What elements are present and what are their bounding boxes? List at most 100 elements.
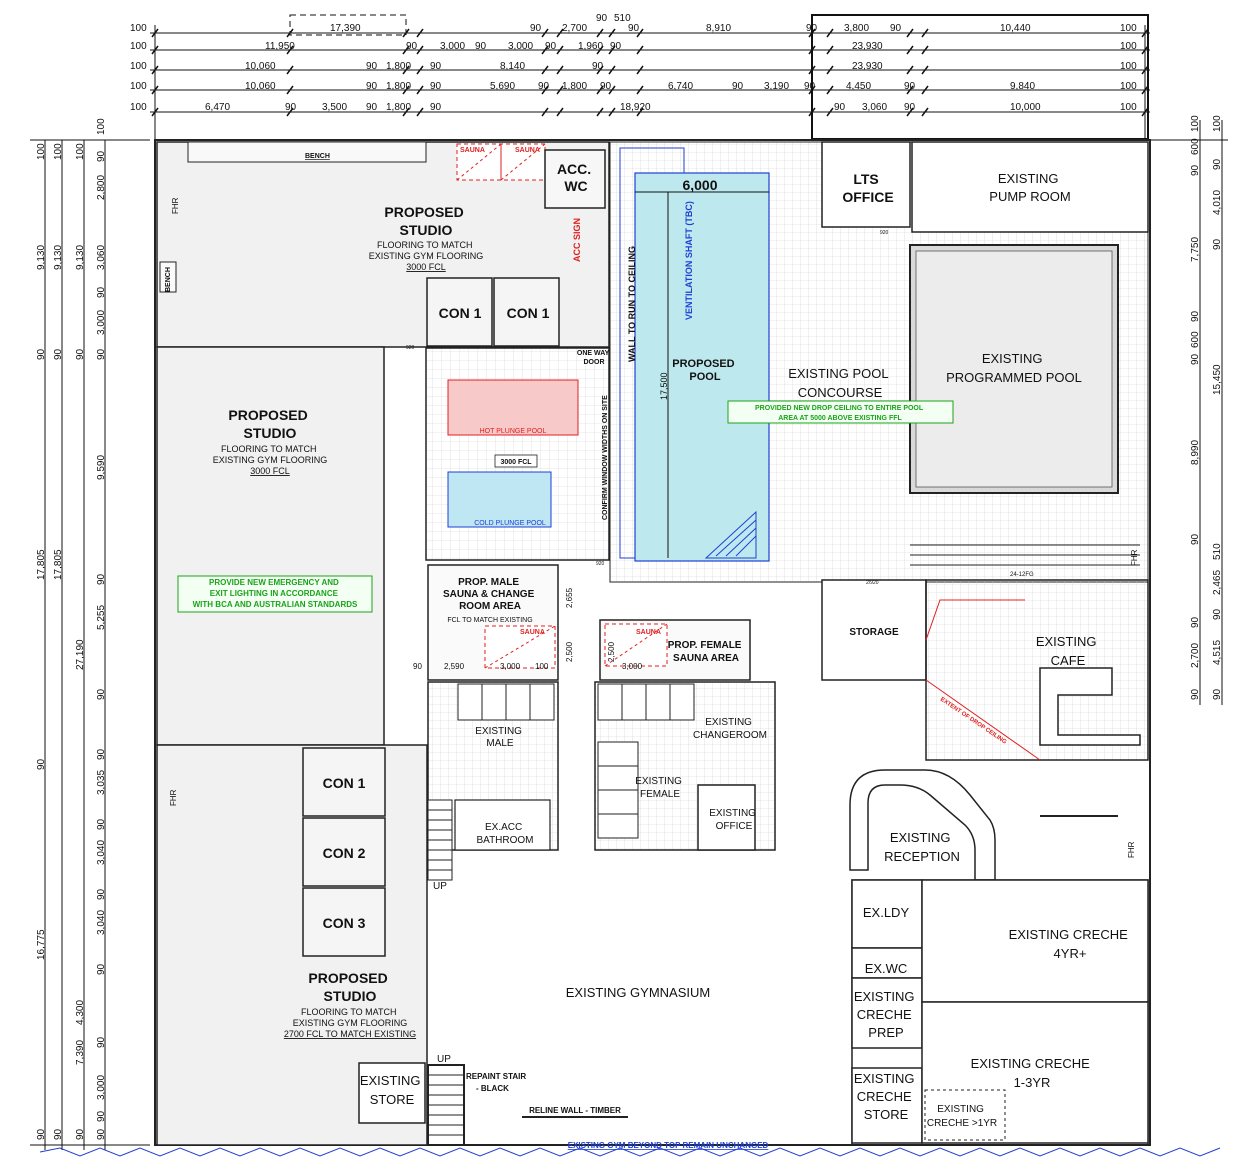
hot-plunge-label: HOT PLUNGE POOL xyxy=(480,428,547,435)
female-change-area xyxy=(599,619,751,681)
dim-tick xyxy=(906,65,914,75)
dim-tick xyxy=(906,85,914,95)
top-dim-row-4: 100 10,060 90 1,800 90 5,690 90 1,800 90… xyxy=(130,81,1137,92)
dim-label: 3,040 xyxy=(96,840,107,865)
dim-label: 90 xyxy=(430,61,442,72)
dim-tick xyxy=(608,45,616,55)
dim-tick xyxy=(402,28,410,38)
existing-office-label: EXISTING OFFICE xyxy=(709,808,758,832)
vent-shaft-note: VENTILATION SHAFT (TBC) xyxy=(684,201,694,320)
dim-label: 90 xyxy=(628,23,640,34)
fhr-label: FHR xyxy=(1127,841,1136,858)
con3-label: CON 3 xyxy=(323,915,366,931)
dim-tick xyxy=(286,45,294,55)
dim-label: 9,590 xyxy=(96,455,107,480)
dim-label: 2,500 xyxy=(607,641,616,662)
sauna-label-male: SAUNA xyxy=(520,629,545,636)
dim-label: 100 xyxy=(1212,115,1223,132)
female-sauna-label: PROP. FEMALE SAUNA AREA xyxy=(668,640,745,664)
con1-label-c: CON 1 xyxy=(323,775,366,791)
existing-changeroom-label: EXISTING CHANGEROOM xyxy=(693,717,767,741)
dim-label: 90 xyxy=(1212,158,1223,170)
dim-label: 3,000 xyxy=(96,310,107,335)
studio-top-fcl: 3000 FCL xyxy=(406,262,446,272)
dim-label: 4,300 xyxy=(75,1000,86,1025)
existing-change-block xyxy=(427,681,776,851)
dim-label: 3,000 xyxy=(440,41,465,52)
dim-label: 2,590 xyxy=(444,662,465,671)
dim-label: 15,450 xyxy=(1212,364,1223,395)
dim-tick xyxy=(556,65,564,75)
dim-label: 90 xyxy=(1212,688,1223,700)
dim-tick xyxy=(636,85,644,95)
dim-tick xyxy=(826,107,834,117)
sauna-label-2: SAUNA xyxy=(515,147,540,154)
reline-wall-note: RELINE WALL - TIMBER xyxy=(529,1106,621,1115)
dim-tick xyxy=(416,28,424,38)
dim-label: 3,035 xyxy=(96,770,107,795)
dim-label: 600 xyxy=(1190,331,1201,348)
dim-tick xyxy=(906,107,914,117)
dim-label: 90 xyxy=(96,286,107,298)
dim-tick xyxy=(556,28,564,38)
plunge-fcl-label: 3000 FCL xyxy=(500,459,532,466)
dim-tick xyxy=(921,107,929,117)
dim-tick xyxy=(416,65,424,75)
storage-label: STORAGE xyxy=(849,627,899,638)
dim-tick xyxy=(608,107,616,117)
programmed-pool xyxy=(909,244,1119,494)
dim-label: 90 xyxy=(36,348,47,360)
con-rooms-left xyxy=(302,747,386,957)
plunge-area xyxy=(425,347,610,561)
existing-female-label: EXISTING FEMALE xyxy=(635,776,684,800)
dim-tick xyxy=(416,45,424,55)
ex-wc-label: EX.WC xyxy=(865,961,908,976)
dim-label: 90 xyxy=(96,573,107,585)
left-dimensions xyxy=(30,139,150,1150)
dim-tick xyxy=(636,28,644,38)
dim-tick xyxy=(541,107,549,117)
dim-label: 8,910 xyxy=(706,23,731,34)
dim-label: 4,515 xyxy=(1212,640,1223,665)
dim-label: 100 xyxy=(130,81,147,92)
bottom-break-line xyxy=(39,1147,1221,1157)
con1-label-b: CON 1 xyxy=(507,305,550,321)
dim-label: 3,800 xyxy=(844,23,869,34)
dim-label: 16,775 xyxy=(36,929,47,960)
dim-label: 90 xyxy=(530,23,542,34)
door-label: 2/920 xyxy=(866,580,879,586)
left-dim-texts: 100 9,130 90 17,805 90 16,775 90 100 9,1… xyxy=(36,118,107,1140)
dim-label: 100 xyxy=(1120,81,1137,92)
dim-label: 90 xyxy=(1190,310,1201,322)
dim-label: 100 xyxy=(53,143,64,160)
dim-label: 90 xyxy=(596,13,608,24)
dim-label: 90 xyxy=(366,81,378,92)
top-dim-row-2: 100 11,950 90 3,000 90 3,000 90 1,960 90… xyxy=(130,41,1137,52)
creche-store-label: EXISTING CRECHE STORE xyxy=(854,1071,918,1122)
dim-label: 90 xyxy=(1190,353,1201,365)
dim-label: 90 xyxy=(1212,608,1223,620)
dim-tick xyxy=(402,65,410,75)
pool-steps xyxy=(910,544,1140,566)
cafe-area xyxy=(925,579,1149,761)
dim-label: 11,950 xyxy=(265,41,295,52)
labels: PROPOSED STUDIO FLOORING TO MATCH EXISTI… xyxy=(169,147,1139,1150)
reception-label: EXISTING RECEPTION xyxy=(884,830,960,864)
pool-concourse-label: EXISTING POOL CONCOURSE xyxy=(788,366,892,400)
dim-label: 100 xyxy=(75,143,86,160)
dim-label: 10,000 xyxy=(1010,102,1041,113)
dim-tick xyxy=(636,45,644,55)
dim-label: 600 xyxy=(1190,138,1201,155)
dim-tick xyxy=(808,28,816,38)
dim-label: 1,800 xyxy=(386,81,411,92)
top-dim-row-3: 100 10,060 90 1,800 90 8,140 90 23,930 1… xyxy=(130,61,1137,72)
dim-tick xyxy=(541,85,549,95)
dim-tick xyxy=(808,85,816,95)
dim-label: 27,190 xyxy=(75,639,86,670)
pump-room xyxy=(911,141,1149,233)
dim-label: 100 xyxy=(96,118,107,135)
door-label: 920 xyxy=(880,230,889,236)
studio-mid-sub: FLOORING TO MATCH EXISTING GYM FLOORING xyxy=(213,444,328,465)
dim-tick xyxy=(286,65,294,75)
